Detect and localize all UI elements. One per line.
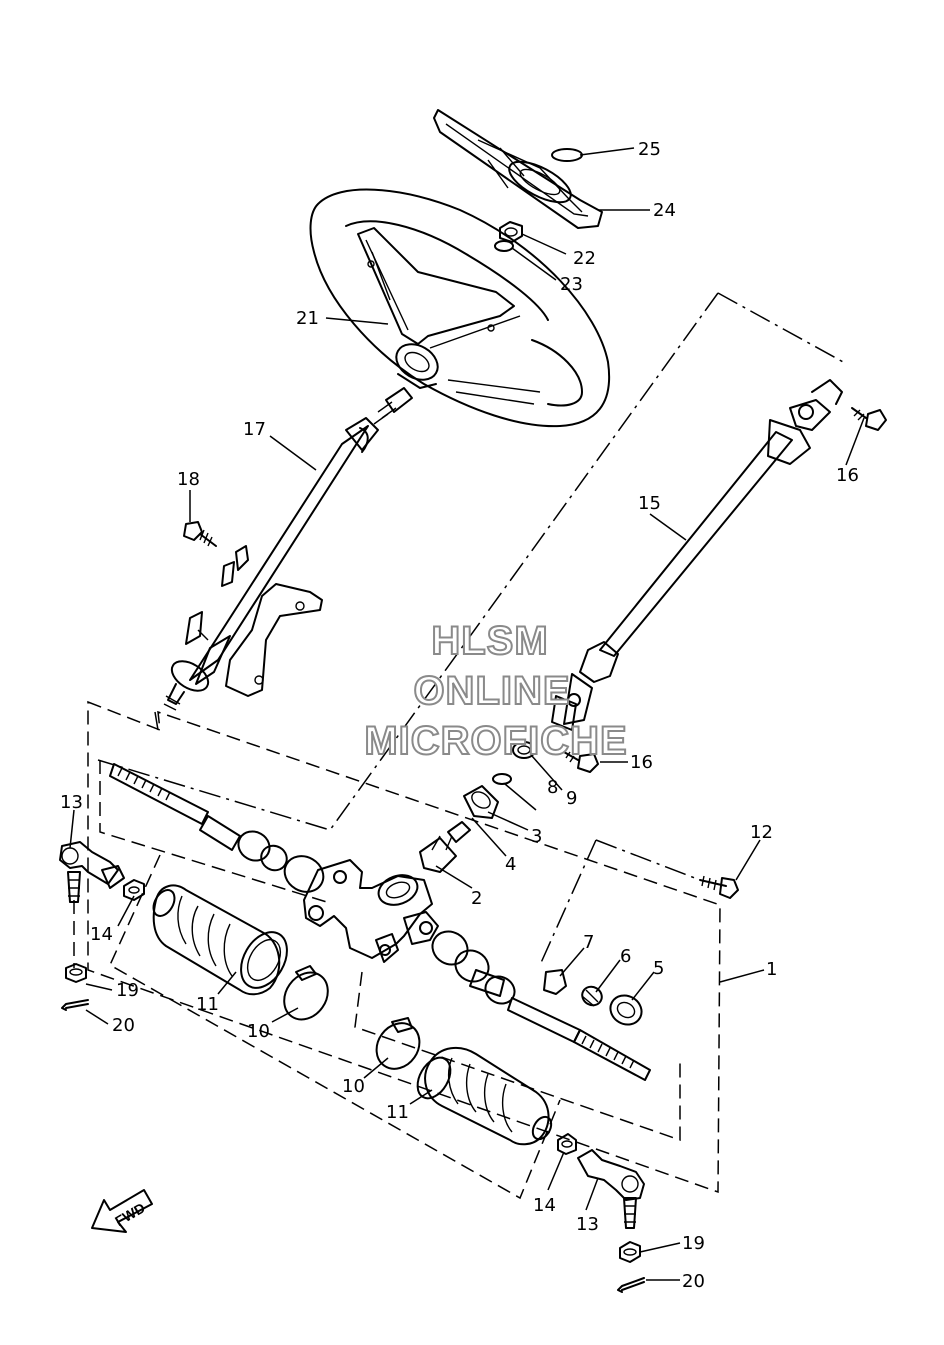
lock-nut-left: [123, 879, 145, 901]
callout-8: 8: [547, 777, 558, 798]
callout-3: 3: [531, 826, 542, 847]
emblem: [551, 148, 583, 162]
shaft-bolt-lower: [563, 751, 599, 773]
callout-numbers: 25 24 22 23 21 17 18 16 15 16 9 8 3 4 2 …: [60, 139, 859, 1292]
callout-23: 23: [560, 274, 583, 295]
callout-9: 9: [566, 788, 577, 809]
callout-11-left: 11: [196, 994, 219, 1015]
callout-4: 4: [505, 854, 516, 875]
column-to-rack-line: [154, 711, 159, 731]
steering-wheel-washer: [494, 240, 514, 252]
callout-12: 12: [750, 822, 773, 843]
inner-rack-box-2: [354, 971, 681, 1142]
rack-guide-spring: [581, 985, 603, 1007]
tie-rod-end-left: [59, 841, 125, 903]
boot-band-right: [375, 1017, 421, 1070]
callout-6: 6: [620, 946, 631, 967]
callout-19-right: 19: [682, 1233, 705, 1254]
callout-16-upper: 16: [836, 465, 859, 486]
callout-1: 1: [766, 959, 777, 980]
shaft-to-rack-line-2: [97, 292, 719, 831]
callout-18: 18: [177, 469, 200, 490]
oil-seal: [512, 741, 536, 759]
leader-lines: [69, 147, 865, 1281]
callout-17: 17: [243, 419, 266, 440]
callout-14-left: 14: [90, 924, 113, 945]
steering-wheel-nut: [499, 221, 523, 243]
callout-25: 25: [638, 139, 661, 160]
rack-boot-left: [152, 884, 288, 996]
fwd-label: FWD: [112, 1199, 148, 1229]
callout-22: 22: [573, 248, 596, 269]
callout-19-left: 19: [116, 980, 139, 1001]
cotter-pin-right: [617, 1277, 645, 1293]
pinion-line-2: [595, 839, 701, 881]
fwd-arrow-icon: FWD: [91, 1189, 153, 1233]
callout-15: 15: [638, 493, 661, 514]
bearing: [463, 785, 499, 819]
tie-rod-end-right: [577, 1149, 645, 1229]
rack-boot-right: [416, 1046, 553, 1146]
steering-wheel: [309, 188, 611, 428]
assembly-boundaries: [73, 292, 846, 1200]
steering-shaft: [551, 379, 843, 731]
callout-13-left: 13: [60, 792, 83, 813]
circlip: [492, 773, 512, 785]
lock-nut-right: [557, 1133, 577, 1155]
rack-adjuster: [609, 994, 643, 1026]
castle-nut-left: [65, 963, 87, 983]
pinion-line: [539, 839, 597, 966]
boot-band-left: [283, 965, 329, 1021]
left-boot-group-boundary: [109, 854, 561, 1200]
watermark: HLSM ONLINE MICROFICHE: [363, 618, 627, 764]
callout-5: 5: [653, 958, 664, 979]
callout-7: 7: [583, 932, 594, 953]
shaft-to-rack-line: [717, 292, 846, 364]
callout-10-left: 10: [247, 1021, 270, 1042]
callout-21: 21: [296, 308, 319, 329]
castle-nut-right: [619, 1241, 641, 1263]
callout-20-left: 20: [112, 1015, 135, 1036]
oil-seal-inner: [517, 745, 531, 755]
watermark-line-1: HLSM: [431, 619, 548, 663]
inner-rack-box: [99, 760, 331, 904]
callout-10-right: 10: [342, 1076, 365, 1097]
rack-guide: [543, 969, 567, 995]
column-bolt: [183, 521, 217, 547]
rack-and-housing: [109, 763, 651, 1081]
callout-16-lower: 16: [630, 752, 653, 773]
callout-14-right: 14: [533, 1195, 556, 1216]
callout-2: 2: [471, 888, 482, 909]
steering-column: [163, 387, 413, 711]
callout-11-right: 11: [386, 1102, 409, 1123]
cotter-pin-left: [61, 999, 89, 1011]
callout-24: 24: [653, 200, 676, 221]
watermark-line-3: MICROFICHE: [364, 719, 627, 763]
callout-13-right: 13: [576, 1214, 599, 1235]
watermark-line-2: ONLINE: [413, 669, 570, 713]
rack-assembly-boundary: [87, 700, 721, 1194]
callout-20-right: 20: [682, 1271, 705, 1292]
pinion-gear: [419, 821, 471, 873]
shaft-bolt-upper: [851, 407, 887, 431]
horn-pad: [433, 109, 603, 229]
housing-bolt: [699, 875, 739, 899]
